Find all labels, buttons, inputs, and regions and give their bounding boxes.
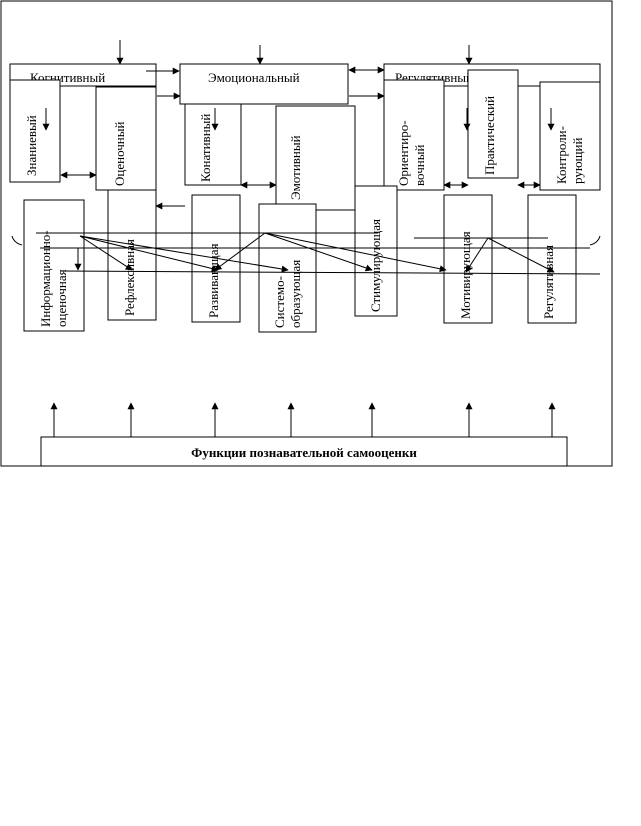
function-interconnections bbox=[11, 232, 601, 275]
function-reflexive-label: Рефлексивная bbox=[122, 239, 137, 316]
sub-knowledge: Знаниевый bbox=[9, 79, 61, 183]
function-motivating-label: Мотивирующая bbox=[458, 231, 473, 319]
function-regulating: Регулятивная bbox=[527, 194, 577, 324]
sub-orienting: Ориентиро- вочный bbox=[383, 79, 445, 191]
sub-evaluative: Оценочный bbox=[95, 86, 157, 191]
sub-knowledge-label: Знаниевый bbox=[24, 115, 39, 176]
component-emotional: Эмоциональный bbox=[179, 63, 349, 105]
function-system-forming-label-1: Системо- bbox=[272, 276, 287, 328]
footer-box: Функции познавательной самооценки bbox=[40, 436, 568, 467]
sub-practical-label: Практический bbox=[482, 96, 497, 175]
sub-controlling-label-1: Контроли- bbox=[554, 126, 569, 184]
sub-emotive: Эмотивный bbox=[275, 105, 356, 211]
sub-conative: Конативный bbox=[184, 103, 242, 186]
function-informational-label-1: Информационно- bbox=[38, 230, 53, 327]
sub-conative-label: Конативный bbox=[198, 114, 213, 182]
top-input-arrows bbox=[116, 40, 473, 65]
component-emotional-label: Эмоциональный bbox=[208, 70, 300, 85]
function-informational-label-2: оценочная bbox=[54, 269, 69, 327]
sub-orienting-label-1: Ориентиро- bbox=[396, 120, 411, 186]
sub-evaluative-label: Оценочный bbox=[112, 122, 127, 186]
function-stimulating: Стимулирующая bbox=[354, 185, 398, 317]
function-developing-label: Развивающая bbox=[206, 244, 221, 318]
sub-controlling: Контроли- рующий bbox=[539, 81, 601, 191]
function-system-forming: Системо- образующая bbox=[258, 203, 317, 333]
footer-arrows bbox=[50, 402, 556, 437]
sub-controlling-label-2: рующий bbox=[570, 137, 585, 184]
header-links bbox=[146, 66, 385, 100]
function-motivating: Мотивирующая bbox=[443, 194, 493, 324]
sub-practical: Практический bbox=[463, 69, 519, 179]
sub-orienting-label-2: вочный bbox=[412, 145, 427, 186]
footer-label: Функции познавательной самооценки bbox=[191, 445, 417, 460]
sub-emotive-label: Эмотивный bbox=[288, 135, 303, 200]
function-informational: Информационно- оценочная bbox=[23, 199, 85, 332]
function-system-forming-label-2: образующая bbox=[288, 260, 303, 328]
function-reflexive: Рефлексивная bbox=[107, 189, 157, 321]
function-regulating-label: Регулятивная bbox=[541, 245, 556, 319]
function-stimulating-label: Стимулирующая bbox=[368, 219, 383, 312]
